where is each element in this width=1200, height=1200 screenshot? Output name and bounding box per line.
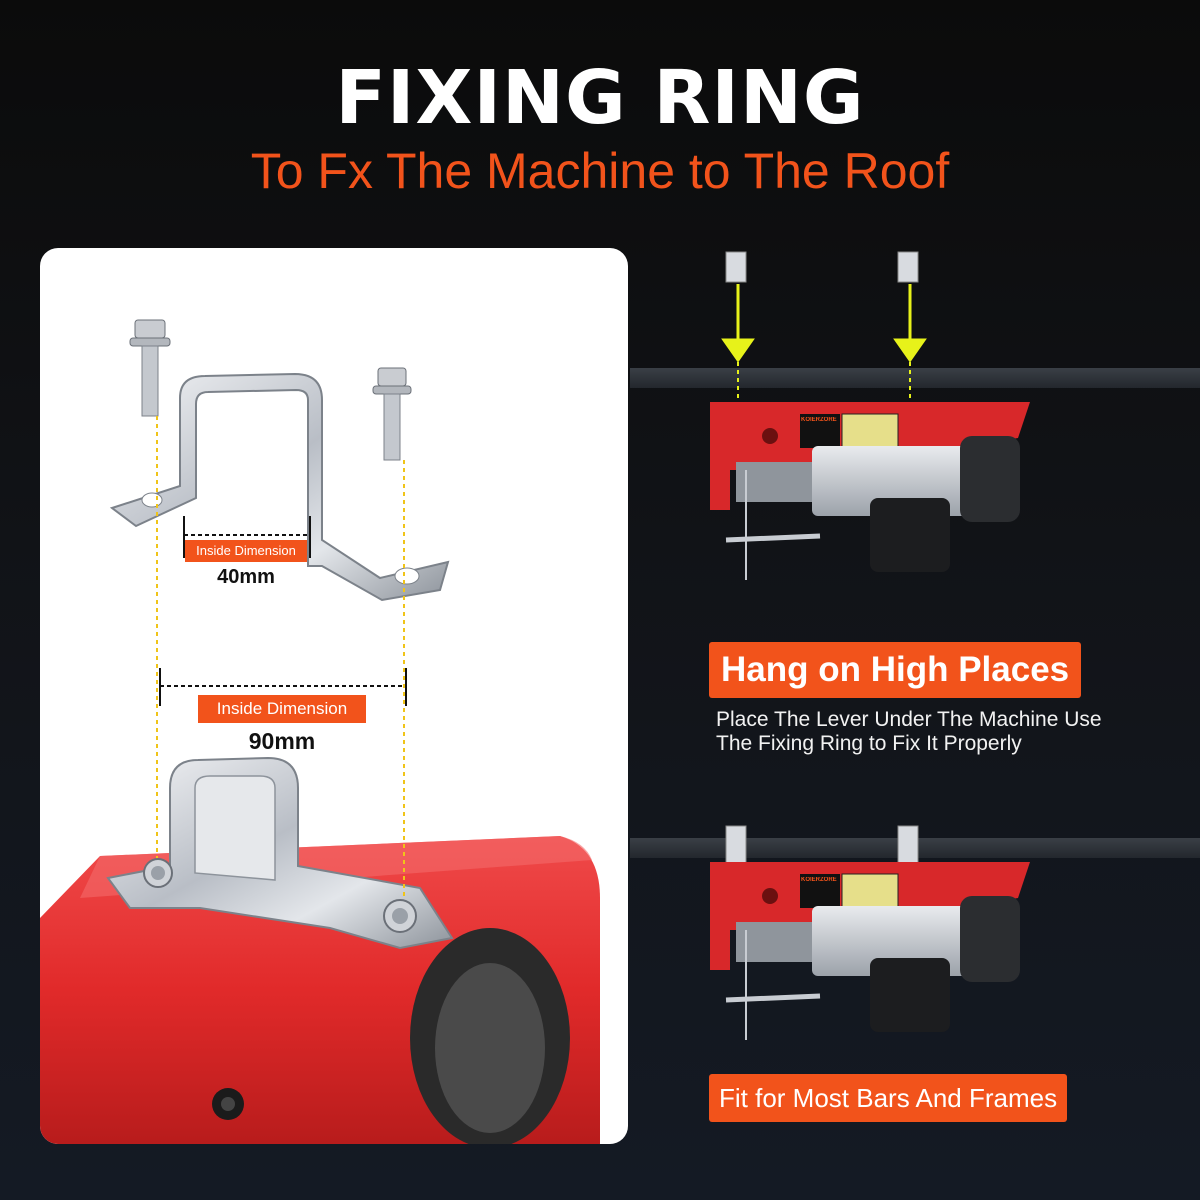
hang-high-places-heading: Hang on High Places — [709, 642, 1082, 698]
large-ring-dimension-badge: Inside Dimension — [198, 695, 366, 723]
page-title: FIXING RING — [335, 55, 865, 141]
fixing-ring-illustration — [40, 319, 600, 1144]
page-subtitle: To Fx The Machine to The Roof — [250, 143, 950, 199]
alignment-guides — [156, 416, 405, 898]
hoist-brand-label-bottom: KOIERZORE — [801, 877, 837, 883]
small-ring-dimension-value: 40mm — [217, 566, 275, 588]
small-fixing-ring — [109, 319, 450, 602]
large-fixing-ring — [106, 756, 454, 950]
large-dimension-line — [159, 668, 407, 706]
hang-high-places-description: Place The Lever Under The Machine Use Th… — [716, 708, 1176, 756]
description-line-2: The Fixing Ring to Fix It Properly — [716, 732, 1022, 755]
hoist-top-scene — [630, 251, 1200, 580]
fixing-ring-panel: Inside Dimension 40mm Inside Dimension 9… — [40, 248, 628, 1144]
description-line-1: Place The Lever Under The Machine Use — [716, 708, 1102, 731]
hoist-bottom-scene — [630, 825, 1200, 1040]
fit-bars-frames-caption: Fit for Most Bars And Frames — [709, 1074, 1068, 1122]
large-ring-dimension-value: 90mm — [248, 728, 316, 754]
small-ring-dimension-badge: Inside Dimension — [185, 540, 307, 562]
hoist-brand-label-top: KOIERZORE — [801, 417, 837, 423]
small-dimension-line — [183, 516, 311, 558]
